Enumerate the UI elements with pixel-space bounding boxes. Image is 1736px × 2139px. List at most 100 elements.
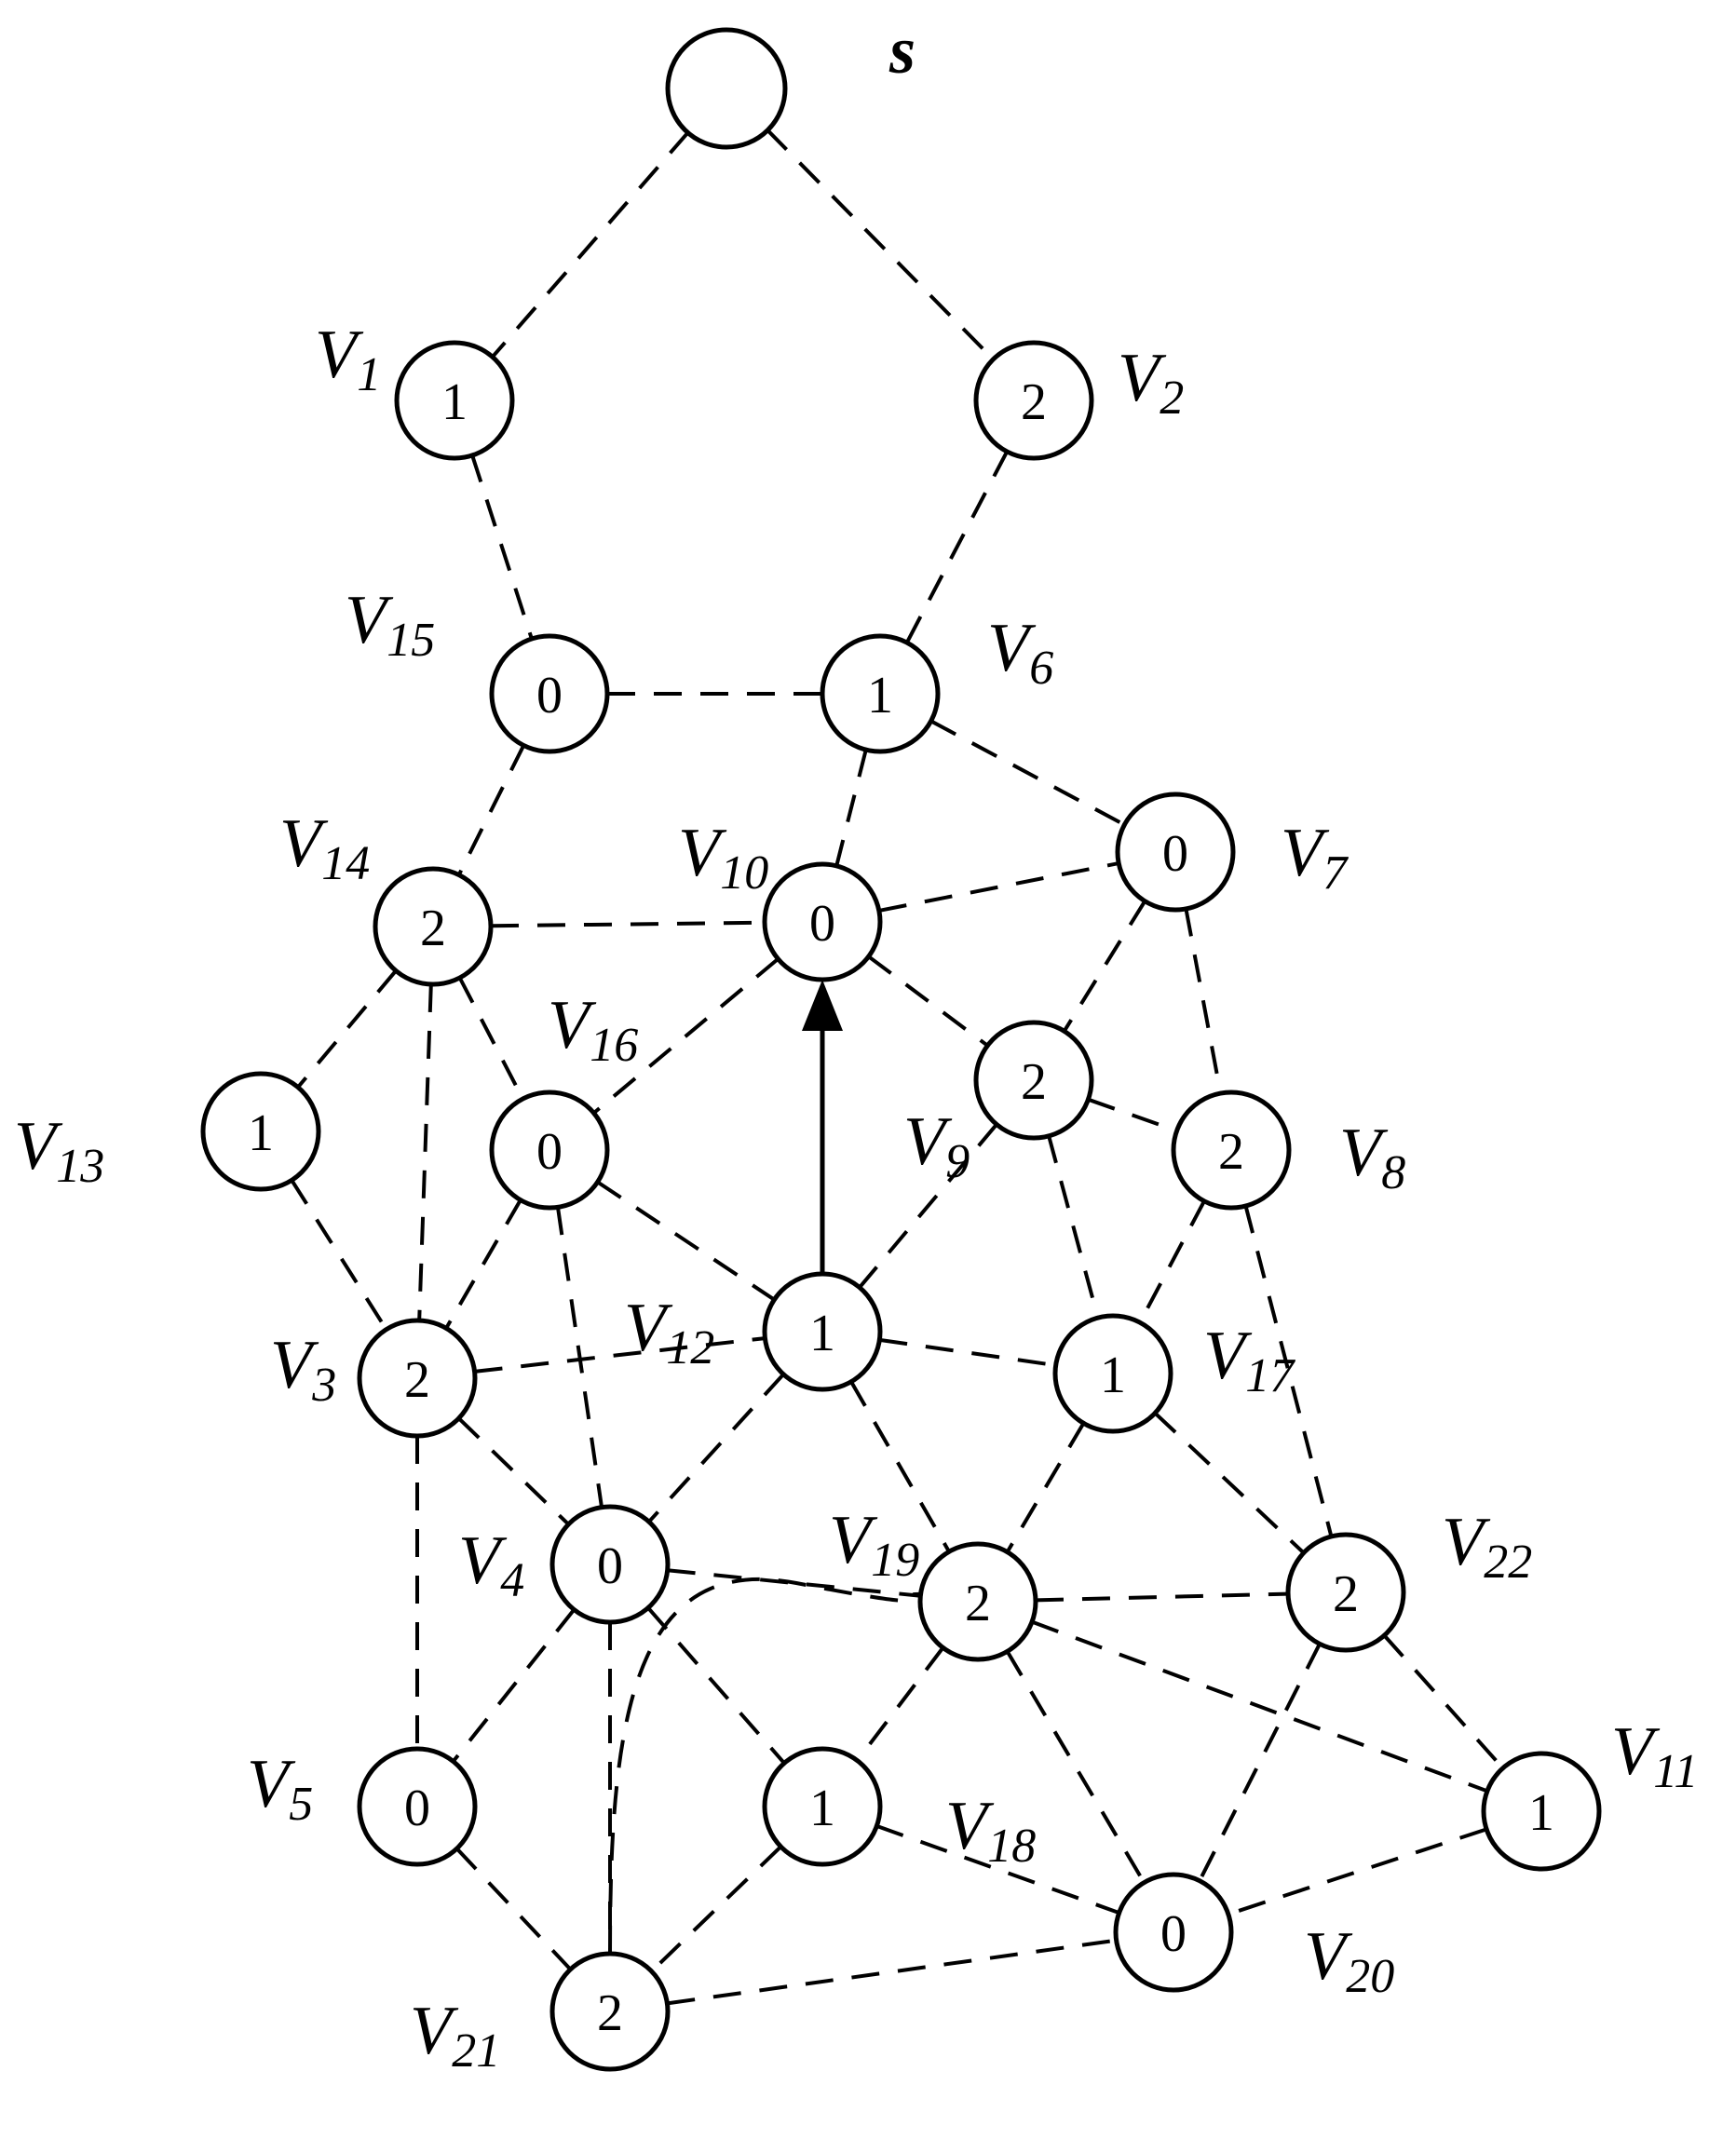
edge-V3-V4 <box>457 1416 570 1526</box>
label-v18: V18 <box>945 1788 1036 1873</box>
label-v21: V21 <box>410 1993 500 2078</box>
node-v5: 0 <box>357 1746 478 1867</box>
node-v21-value: 2 <box>597 1984 623 2042</box>
node-v10-circle <box>762 861 883 982</box>
node-v2-value: 2 <box>1021 373 1047 431</box>
edge-V7-V8 <box>1184 908 1223 1094</box>
node-v15: 0 <box>489 633 610 754</box>
edge-V6-V7 <box>929 719 1126 827</box>
node-v6: 1 <box>820 633 941 754</box>
node-v1: 1 <box>394 340 515 461</box>
node-v18: 1 <box>762 1746 883 1867</box>
edge-V10-V7 <box>878 861 1119 913</box>
node-v4-circle <box>549 1504 671 1625</box>
edge-V2-V6 <box>904 450 1010 644</box>
node-v16: 0 <box>489 1090 610 1211</box>
node-v22-circle <box>1285 1532 1406 1653</box>
node-v20-circle <box>1113 1872 1234 1993</box>
node-v11-circle <box>1481 1751 1602 1872</box>
node-s-circle <box>665 27 788 150</box>
edge-V4-V19 <box>667 1568 921 1598</box>
edge-V3-V12 <box>474 1336 766 1374</box>
edge-V5-V21 <box>455 1847 572 1971</box>
edge-V17-V19 <box>1005 1422 1086 1553</box>
node-v17: 1 <box>1052 1313 1173 1434</box>
node-v9-circle <box>973 1020 1094 1141</box>
edge-V14-V3 <box>417 983 433 1321</box>
edge-V14-V16 <box>457 977 525 1100</box>
node-v20: 0 <box>1113 1872 1234 1993</box>
edge-V12-V4 <box>647 1373 785 1523</box>
edge-V19-V11 <box>1031 1619 1488 1794</box>
node-v11: 1 <box>1481 1751 1602 1872</box>
node-v21: 2 <box>549 1951 671 2072</box>
label-v8: V8 <box>1339 1115 1405 1199</box>
node-v2: 2 <box>973 340 1094 461</box>
node-v2-circle <box>973 340 1094 461</box>
edges-layer <box>290 128 1505 2006</box>
edge-V16-V3 <box>444 1198 522 1330</box>
label-v15: V15 <box>345 582 435 667</box>
edge-V21-V20 <box>667 1938 1117 2006</box>
edge-V17-V22 <box>1153 1412 1306 1554</box>
edge-V16-V12 <box>596 1180 776 1302</box>
edge-V11-V20 <box>1227 1827 1487 1916</box>
edge-s-V2 <box>766 128 995 361</box>
label-v13: V13 <box>14 1108 104 1193</box>
node-v6-value: 1 <box>867 667 893 724</box>
node-v4: 0 <box>549 1504 671 1625</box>
edge-V13-V3 <box>290 1179 388 1331</box>
node-v15-value: 0 <box>536 667 563 724</box>
node-v9: 2 <box>973 1020 1094 1141</box>
node-v7-circle <box>1115 792 1236 913</box>
edge-V1-V15 <box>470 454 534 640</box>
node-v17-value: 1 <box>1100 1347 1126 1404</box>
edge-V8-V17 <box>1138 1199 1206 1324</box>
node-v15-circle <box>489 633 610 754</box>
label-v22: V22 <box>1442 1504 1532 1589</box>
label-v10: V10 <box>678 815 768 900</box>
edge-V7-V9 <box>1062 900 1147 1033</box>
edge-V6-V10 <box>834 749 868 867</box>
node-v16-value: 0 <box>536 1123 563 1181</box>
edge-V22-V11 <box>1382 1633 1505 1770</box>
node-v9-value: 2 <box>1021 1053 1047 1111</box>
node-v18-circle <box>762 1746 883 1867</box>
label-v20: V20 <box>1304 1918 1394 2003</box>
edge-V4-V5 <box>452 1608 576 1763</box>
node-v14-value: 2 <box>420 900 446 957</box>
node-v1-circle <box>394 340 515 461</box>
node-v14-circle <box>373 866 494 987</box>
edge-V9-V12 <box>858 1123 998 1289</box>
node-v11-value: 1 <box>1528 1784 1554 1842</box>
edge-V8-V22 <box>1243 1205 1334 1537</box>
label-v16: V16 <box>548 987 638 1072</box>
edge-V22-V20 <box>1198 1643 1322 1882</box>
node-v19-circle <box>917 1541 1038 1662</box>
node-v17-circle <box>1052 1313 1173 1434</box>
node-v10-value: 0 <box>809 895 835 953</box>
node-v3: 2 <box>357 1318 478 1439</box>
edge-s-V1 <box>491 130 690 359</box>
edge-V19-V22 <box>1035 1591 1289 1603</box>
edge-V14-V13 <box>296 969 398 1089</box>
node-v3-value: 2 <box>404 1351 430 1409</box>
label-v14: V14 <box>279 806 370 890</box>
edge-V18-V21 <box>650 1845 782 1973</box>
node-v21-circle <box>549 1951 671 2072</box>
node-v12-circle <box>762 1271 883 1392</box>
node-v6-circle <box>820 633 941 754</box>
node-v1-value: 1 <box>441 373 468 431</box>
edge-V14-V10 <box>490 920 766 928</box>
label-v12: V12 <box>624 1290 714 1374</box>
node-v7: 0 <box>1115 792 1236 913</box>
node-v13: 1 <box>200 1071 321 1192</box>
label-v17: V17 <box>1203 1318 1295 1402</box>
node-v19-value: 2 <box>965 1575 991 1632</box>
label-v4: V4 <box>458 1523 524 1607</box>
node-v14: 2 <box>373 866 494 987</box>
edge-V16-V4 <box>555 1207 604 1508</box>
